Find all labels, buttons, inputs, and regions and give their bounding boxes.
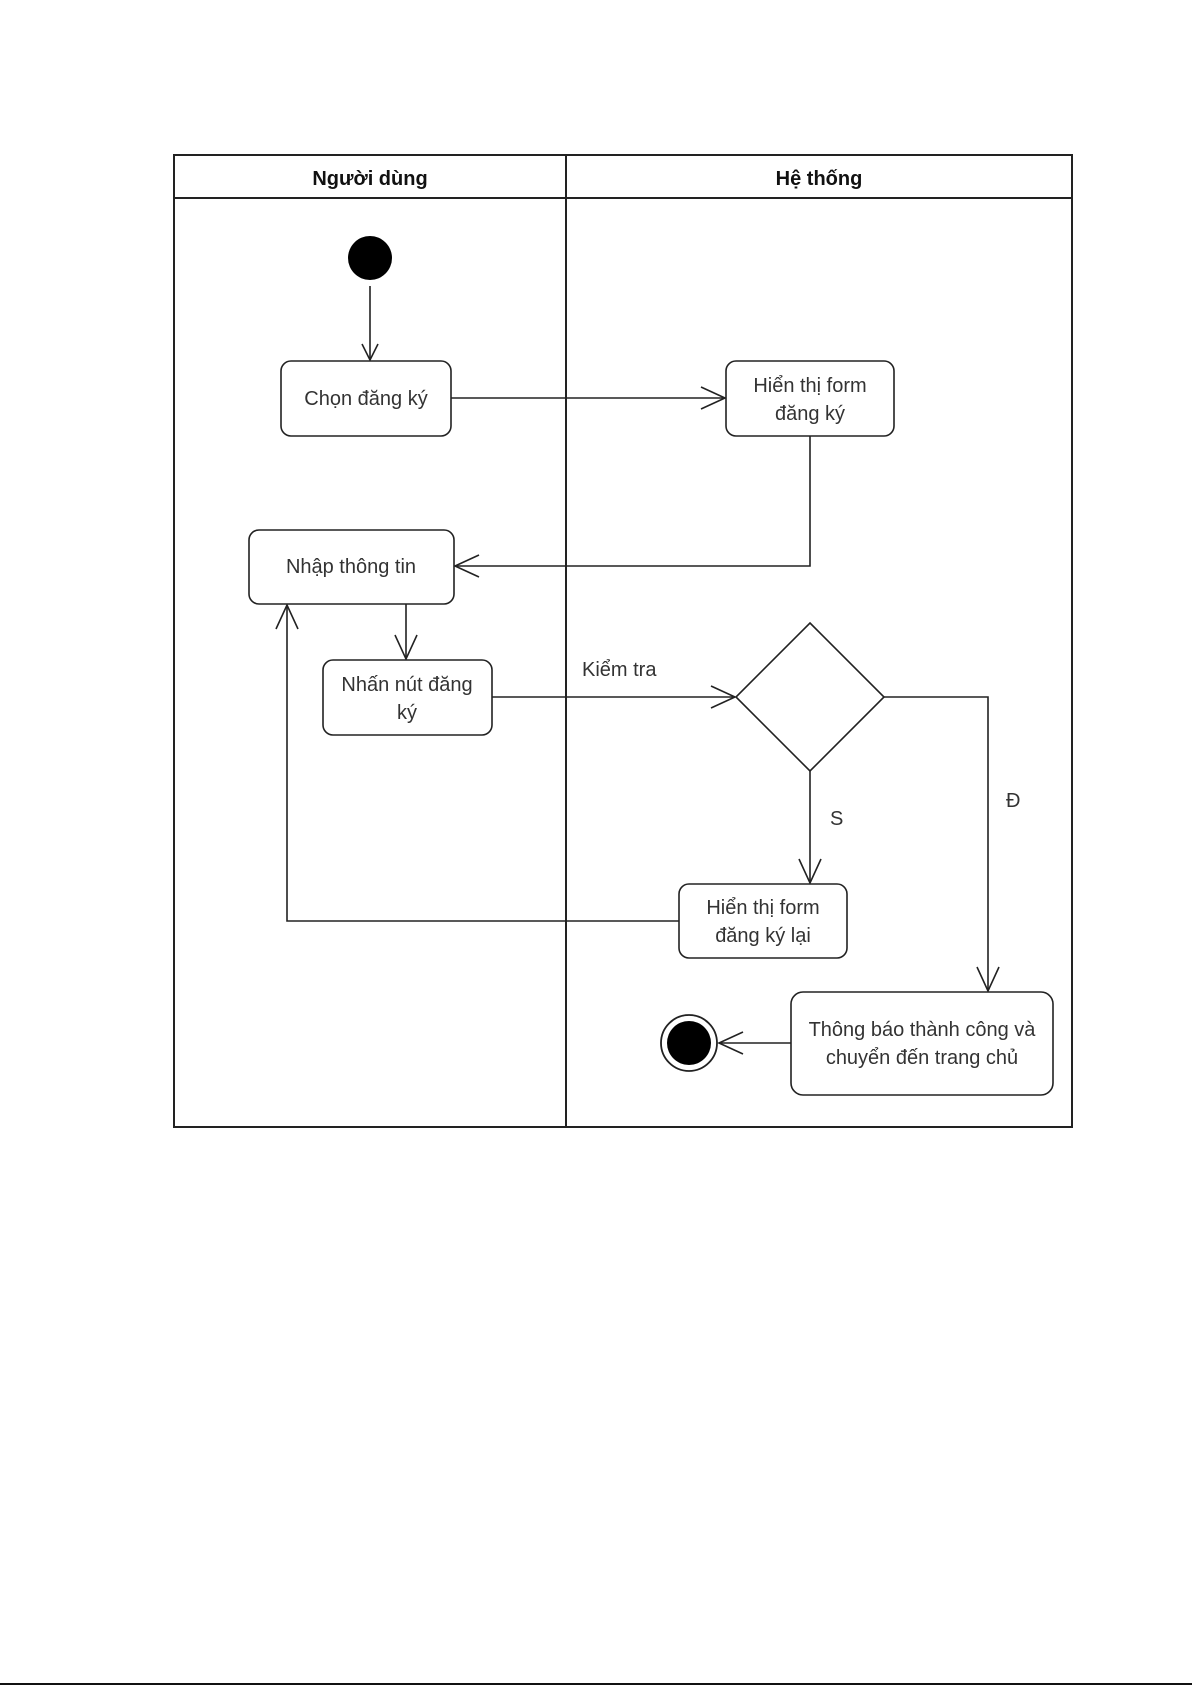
action-box — [280, 360, 452, 437]
action-box — [678, 883, 848, 959]
edge-check-yes — [884, 696, 1000, 993]
node-label: Nhập thông tin — [286, 556, 416, 578]
node-label: Chọn đăng ký — [304, 388, 427, 410]
swimlane-pool: Người dùng Hệ thống — [173, 154, 1073, 1128]
pool-border — [173, 154, 1073, 1128]
final-node — [660, 1014, 718, 1072]
node-show-form-again: Hiển thị form đăng ký lại — [678, 883, 848, 959]
edge-label-check: Kiểm tra — [582, 659, 657, 681]
action-box — [248, 529, 455, 605]
node-press-register: Nhấn nút đăng ký — [322, 659, 493, 736]
node-label-line2: đăng ký lại — [715, 925, 811, 947]
node-label-line2: chuyển đến trang chủ — [826, 1047, 1018, 1069]
initial-node — [348, 236, 392, 280]
edge-label-no: S — [830, 808, 843, 830]
page-bottom-rule — [0, 1683, 1192, 1685]
node-enter-info: Nhập thông tin — [248, 529, 455, 605]
edge-label-yes: Đ — [1006, 790, 1020, 812]
lane-title-system: Hệ thống — [776, 168, 863, 190]
decision-node — [734, 621, 886, 773]
node-label-line1: Hiển thị form — [706, 897, 819, 919]
node-label-line1: Nhấn nút đăng — [341, 674, 472, 696]
final-node-core — [667, 1021, 711, 1065]
edge-showform-to-enterinfo — [453, 436, 811, 578]
action-box — [322, 659, 493, 736]
node-label-line2: ký — [397, 702, 417, 724]
node-label-line1: Thông báo thành công và — [809, 1019, 1037, 1041]
node-show-form: Hiển thị form đăng ký — [725, 360, 895, 437]
node-label-line1: Hiển thị form — [753, 375, 866, 397]
node-success: Thông báo thành công và chuyển đến trang… — [790, 991, 1054, 1096]
node-choose-register: Chọn đăng ký — [280, 360, 452, 437]
action-box — [725, 360, 895, 437]
edge-showagain-to-enterinfo — [275, 603, 679, 922]
edges — [275, 286, 1000, 1055]
lane-title-user: Người dùng — [312, 168, 427, 190]
node-label-line2: đăng ký — [775, 403, 845, 425]
action-box — [790, 991, 1054, 1096]
